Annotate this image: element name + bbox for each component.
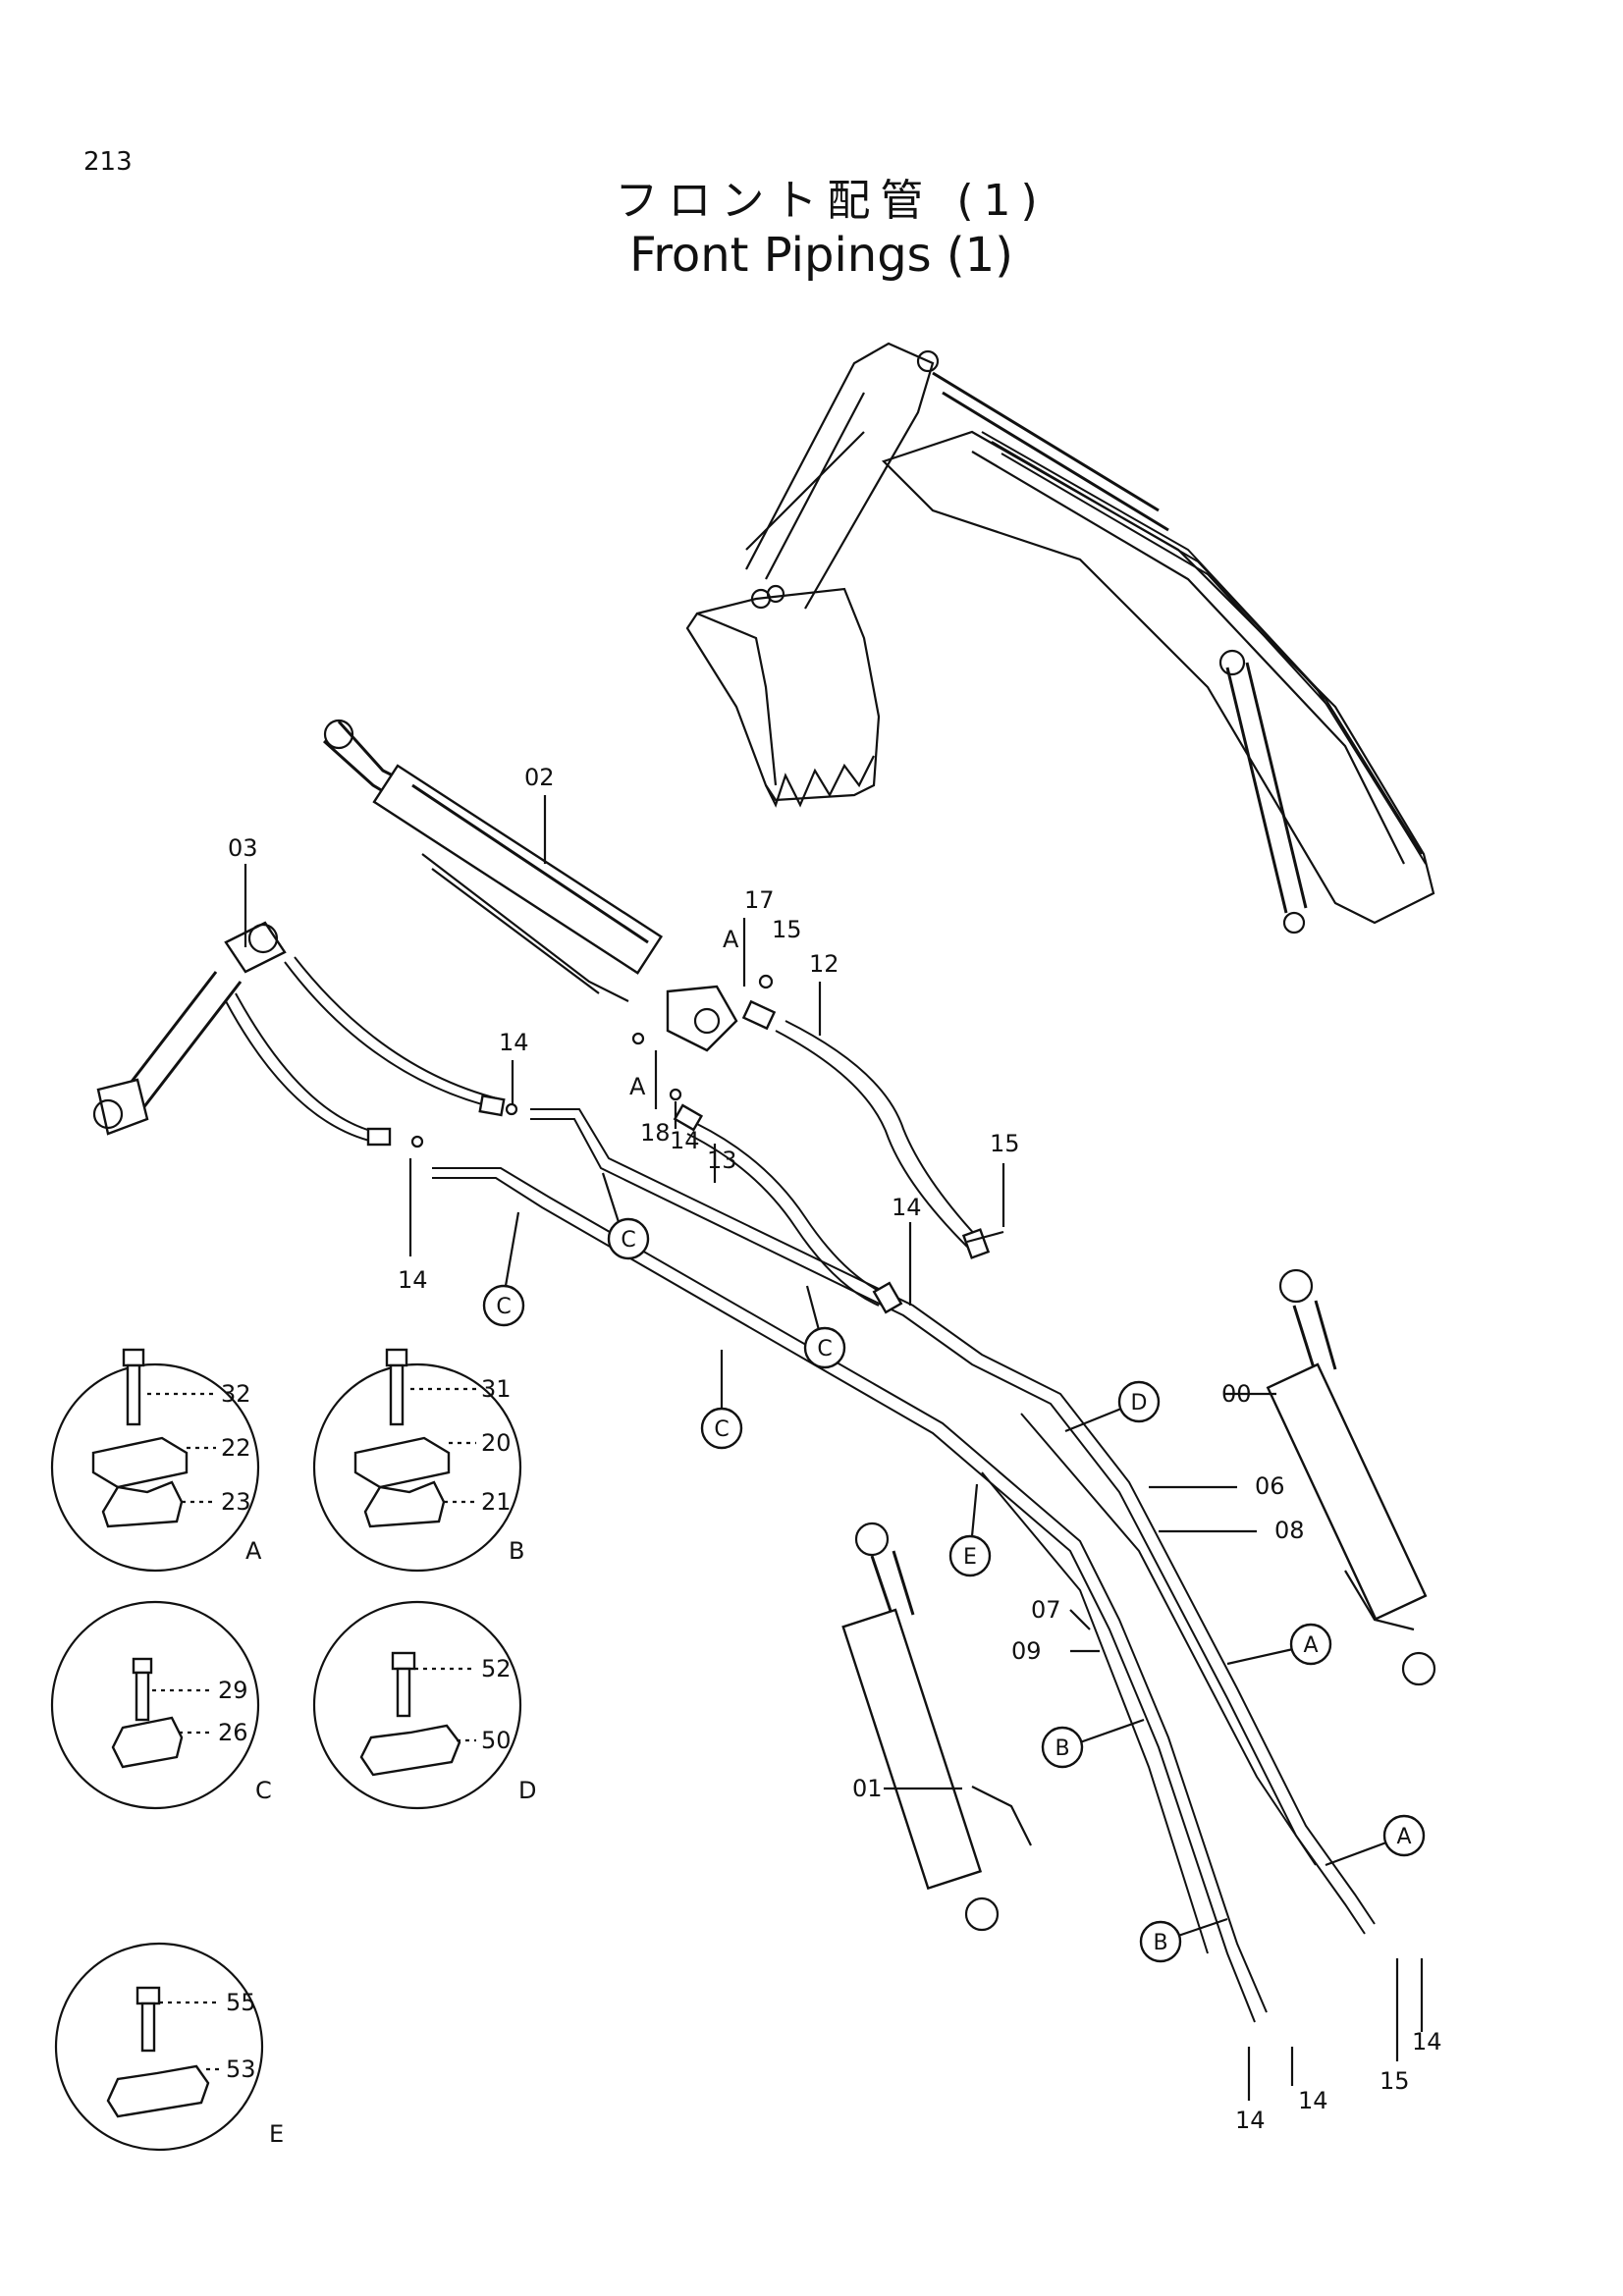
- detail-b-part-2: 20: [481, 1429, 512, 1457]
- callout-14: 14: [398, 1266, 428, 1294]
- page-title-english: Front Pipings (1): [629, 228, 1013, 283]
- callout-14: 14: [1412, 2028, 1442, 2056]
- callout-12: 12: [809, 950, 839, 978]
- detail-a-label: A: [245, 1537, 262, 1565]
- callout-a-bottom: A: [629, 1073, 646, 1100]
- callout-06: 06: [1255, 1472, 1285, 1500]
- callout-08: 08: [1274, 1517, 1305, 1544]
- clamp-marker-c: C: [803, 1285, 846, 1369]
- detail-d-label: D: [518, 1777, 536, 1804]
- hoses-and-pipes: [225, 956, 1376, 2023]
- detail-view-a: 32 22 23 A: [50, 1348, 262, 1573]
- clamp-marker-a: A: [1226, 1623, 1332, 1666]
- clamp-marker-a: A: [1325, 1814, 1426, 1867]
- svg-text:E: E: [963, 1545, 977, 1570]
- callout-14: 14: [670, 1127, 700, 1154]
- detail-view-d: 52 50 D: [312, 1600, 536, 1810]
- detail-view-e: 55 53 E: [54, 1942, 284, 2152]
- svg-text:D: D: [1131, 1391, 1148, 1415]
- svg-text:B: B: [1055, 1736, 1069, 1761]
- callout-18: 18: [640, 1119, 671, 1147]
- detail-c-part-1: 29: [218, 1677, 248, 1704]
- callout-14: 14: [892, 1194, 922, 1221]
- svg-text:A: A: [1396, 1825, 1411, 1849]
- detail-d-part-2: 50: [481, 1727, 512, 1754]
- clamp-markers: C C C C D E A: [482, 1172, 1426, 1963]
- callout-01: 01: [852, 1775, 883, 1802]
- page-number: 213: [83, 147, 133, 177]
- clamp-marker-b: B: [1041, 1718, 1145, 1769]
- callout-15: 15: [1380, 2067, 1410, 2095]
- boom-cylinder-01: [841, 1522, 1032, 1932]
- callout-17: 17: [744, 886, 775, 914]
- detail-d-part-1: 52: [481, 1655, 512, 1682]
- callout-14: 14: [1235, 2107, 1266, 2134]
- detail-a-part-1: 32: [221, 1380, 251, 1408]
- detail-b-part-1: 31: [481, 1375, 512, 1403]
- callout-02: 02: [524, 764, 555, 791]
- clamp-marker-c: C: [482, 1211, 525, 1327]
- excavator-front-overview: [685, 342, 1435, 934]
- detail-e-part-1: 55: [226, 1989, 256, 2016]
- clamp-marker-c: C: [700, 1350, 743, 1450]
- detail-c-label: C: [255, 1777, 272, 1804]
- detail-view-b: 31 20 21 B: [312, 1348, 524, 1573]
- detail-b-label: B: [509, 1537, 524, 1565]
- svg-text:C: C: [621, 1228, 635, 1253]
- detail-c-part-2: 26: [218, 1719, 248, 1746]
- callout-07: 07: [1031, 1596, 1061, 1624]
- svg-text:B: B: [1153, 1931, 1167, 1955]
- detail-a-part-3: 23: [221, 1488, 251, 1516]
- detail-b-part-3: 21: [481, 1488, 512, 1516]
- clamp-marker-c: C: [601, 1172, 650, 1260]
- bucket-cylinder-03: [92, 921, 287, 1136]
- detail-a-part-2: 22: [221, 1434, 251, 1462]
- callout-03: 03: [228, 834, 258, 862]
- callout-a-top: A: [723, 926, 739, 953]
- callout-00: 00: [1221, 1380, 1252, 1408]
- detail-e-label: E: [269, 2120, 284, 2148]
- clamp-marker-d: D: [1064, 1380, 1161, 1433]
- part-callouts: 02 03 17 15 12 A 14 A 18 14 13 14 15 14 …: [228, 764, 1442, 2134]
- clamp-marker-e: E: [948, 1483, 992, 1577]
- page-title-japanese: フロント配管 (1): [615, 176, 1048, 226]
- callout-13: 13: [707, 1147, 737, 1174]
- detail-view-c: 29 26 C: [50, 1600, 272, 1810]
- svg-text:A: A: [1303, 1633, 1318, 1658]
- callout-15: 15: [990, 1130, 1020, 1157]
- detail-e-part-2: 53: [226, 2056, 256, 2083]
- svg-text:C: C: [714, 1417, 729, 1442]
- callout-14: 14: [1298, 2087, 1328, 2114]
- leader-lines: [243, 795, 1424, 2101]
- boom-cylinder-00: [1266, 1268, 1436, 1686]
- callout-15: 15: [772, 916, 802, 943]
- callout-14: 14: [499, 1029, 529, 1056]
- clamp-marker-b: B: [1139, 1917, 1228, 1963]
- svg-text:C: C: [496, 1295, 511, 1319]
- arm-cylinder-02: [322, 719, 738, 1052]
- callout-09: 09: [1011, 1637, 1042, 1665]
- svg-text:C: C: [817, 1337, 832, 1362]
